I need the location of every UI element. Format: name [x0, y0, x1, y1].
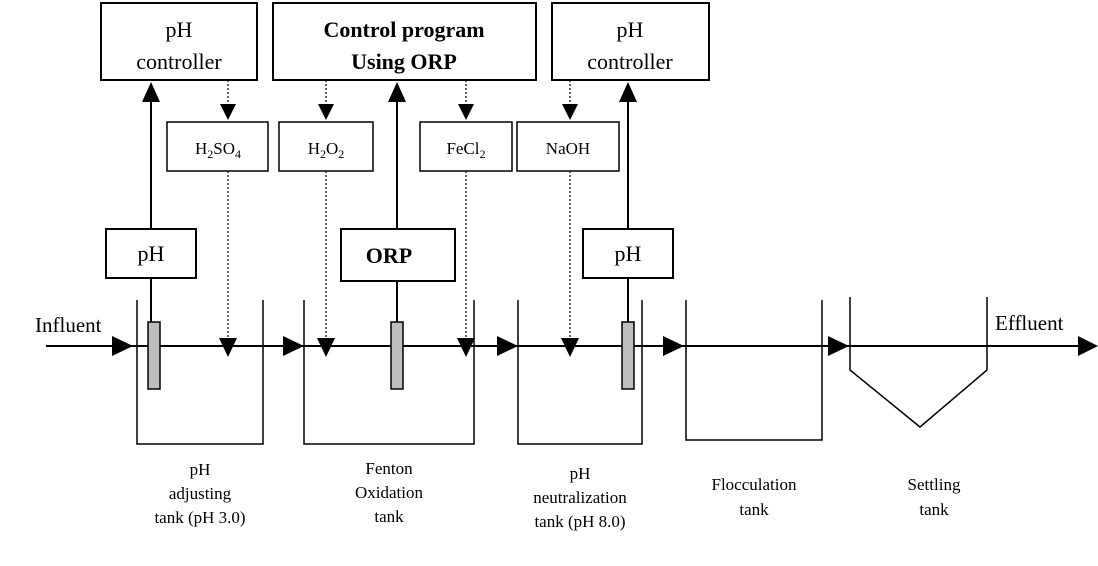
svg-text:H2SO4: H2SO4 [195, 139, 241, 161]
tank-flocculation [685, 300, 823, 441]
ph-sensor-left-label: pH [138, 241, 165, 266]
svg-text:FeCl2: FeCl2 [446, 139, 485, 161]
ph-controller-left: pH controller [100, 2, 258, 81]
dosing-control-naoh [562, 80, 578, 120]
tank-settling [849, 297, 988, 428]
ph-probe-left [147, 321, 161, 390]
fecl2-box: FeCl2 [419, 121, 513, 172]
dosing-control-h2so4 [220, 80, 236, 120]
tank-label-flocculation-line2: tank [739, 500, 769, 519]
h2o2-o: O [326, 139, 338, 158]
h2o2-box: H2O2 [278, 121, 374, 172]
h2so4-box: H2SO4 [166, 121, 269, 172]
dosing-feed-h2o2 [317, 171, 335, 357]
tank-label-settling-line2: tank [919, 500, 949, 519]
ph-controller-left-line2: controller [136, 49, 222, 74]
tank-label-ph-adjusting-line3: tank (pH 3.0) [154, 508, 245, 527]
orp-sensor: ORP [340, 228, 456, 282]
ph-controller-left-line1: pH [166, 17, 193, 42]
main-flow-line [46, 336, 1098, 356]
naoh-label: NaOH [546, 139, 590, 158]
h2so4-h: H [195, 139, 207, 158]
tank-fenton [303, 300, 475, 445]
h2so4-so: SO [213, 139, 235, 158]
ph-sensor-left: pH [105, 228, 197, 279]
tank-label-ph-adjusting: pH adjusting tank (pH 3.0) [154, 460, 245, 527]
tank-label-ph-neutralization-line2: neutralization [533, 488, 627, 507]
h2o2-sub1: 2 [320, 147, 326, 161]
ph-probe-right [621, 321, 635, 390]
dosing-feed-fecl2 [457, 171, 475, 357]
signal-line-orp [388, 82, 406, 322]
tank-label-ph-adjusting-line2: adjusting [169, 484, 232, 503]
dosing-feed-naoh [561, 171, 579, 357]
fecl2-fecl: FeCl [446, 139, 479, 158]
tank-label-flocculation-line1: Flocculation [712, 475, 797, 494]
ph-controller-right: pH controller [551, 2, 710, 81]
control-program-box: Control program Using ORP [272, 2, 537, 81]
tank-label-ph-adjusting-line1: pH [190, 460, 211, 479]
tank-label-fenton-line1: Fenton [365, 459, 413, 478]
tank-ph-neutralization [517, 300, 643, 445]
ph-sensor-right: pH [582, 228, 674, 279]
tank-ph-adjusting [136, 300, 264, 445]
effluent-label: Effluent [995, 311, 1064, 335]
signal-line-ph-right [619, 82, 637, 322]
control-program-line2: Using ORP [351, 49, 457, 74]
tank-label-ph-neutralization: pH neutralization tank (pH 8.0) [533, 464, 627, 531]
ph-controller-right-line1: pH [617, 17, 644, 42]
tank-label-fenton: Fenton Oxidation tank [355, 459, 423, 526]
tank-label-settling: Settling tank [908, 475, 961, 519]
orp-sensor-label: ORP [366, 243, 412, 268]
h2so4-sub2: 4 [235, 147, 241, 161]
ph-controller-right-line2: controller [587, 49, 673, 74]
dosing-control-fecl2 [458, 80, 474, 120]
tank-label-ph-neutralization-line1: pH [570, 464, 591, 483]
ph-sensor-right-label: pH [615, 241, 642, 266]
naoh-box: NaOH [516, 121, 620, 172]
h2o2-h: H [308, 139, 320, 158]
svg-text:H2O2: H2O2 [308, 139, 345, 161]
tank-label-fenton-line3: tank [374, 507, 404, 526]
influent-label: Influent [35, 313, 102, 337]
dosing-feed-h2so4 [219, 171, 237, 357]
tank-label-fenton-line2: Oxidation [355, 483, 423, 502]
tank-label-settling-line1: Settling [908, 475, 961, 494]
orp-probe [390, 321, 404, 390]
tank-label-flocculation: Flocculation tank [712, 475, 797, 519]
tank-label-ph-neutralization-line3: tank (pH 8.0) [534, 512, 625, 531]
control-program-line1: Control program [323, 17, 484, 42]
h2so4-sub1: 2 [207, 147, 213, 161]
fecl2-sub1: 2 [480, 147, 486, 161]
dosing-control-h2o2 [318, 80, 334, 120]
h2o2-sub2: 2 [338, 147, 344, 161]
signal-line-ph-left [142, 82, 160, 322]
